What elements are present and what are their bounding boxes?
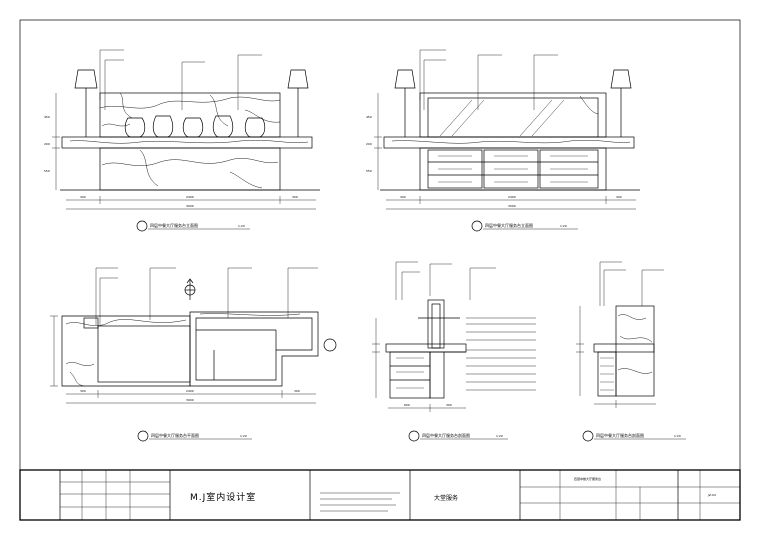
- lamp-right: [287, 69, 309, 137]
- v2-dim-mid: 2400: [508, 195, 516, 199]
- project-name: 四层中餐大厅服务台: [574, 476, 601, 481]
- v1-height-dim-1: 450: [44, 115, 50, 119]
- v4-dim-right: 300: [446, 403, 452, 407]
- vase-row: [124, 115, 266, 138]
- lamp-left: [74, 69, 98, 137]
- elevation-view-2: 450 200 550 300 2400 300 3000 四层中餐大厅服务台立…: [366, 49, 640, 232]
- v1-section-marker: [136, 220, 148, 232]
- v3-dim-mid: 2400: [186, 389, 194, 393]
- v1-scale: 1:20: [238, 224, 245, 228]
- studio-name: M.J室内设计室: [190, 491, 256, 503]
- v2-scale: 1:20: [560, 224, 567, 228]
- v1-height-dim-2: 200: [44, 142, 50, 146]
- v4-dim-left: 600: [404, 403, 410, 407]
- v1-dim-right: 300: [292, 195, 298, 199]
- v2-dim-total: 3000: [508, 204, 516, 208]
- v1-dim-total: 3000: [186, 204, 194, 208]
- v2-dim-right: 300: [616, 195, 622, 199]
- plan-circular-fixture: [323, 338, 337, 352]
- elevation-view-1: 450 200 550 300 2400 300 3000 四层中餐大厅服务台立…: [44, 49, 320, 232]
- v2-dim-left: 300: [400, 195, 406, 199]
- v2-height-dim-3: 550: [366, 169, 372, 173]
- v3-section-marker: [137, 430, 149, 442]
- v1-title: 四层中餐大厅服务台立面图: [150, 222, 198, 228]
- lamp-left-2: [394, 69, 416, 137]
- v4-title: 四层中餐大厅服务台剖面图: [422, 432, 470, 438]
- lamp-right-2: [610, 69, 632, 137]
- section-view-1: 600 300 四层中餐大厅服务台剖面图 1:20: [372, 261, 536, 442]
- v5-section-marker: [582, 430, 594, 442]
- v3-scale: 1:20: [240, 434, 247, 438]
- v2-height-dim-1: 450: [366, 115, 372, 119]
- v1-height-dim-3: 550: [44, 169, 50, 173]
- section-view-2: 四层中餐大厅服务台剖面图 1:20: [576, 261, 686, 442]
- v2-title: 四层中餐大厅服务台立面图: [485, 222, 533, 228]
- v3-dim-total: 3000: [186, 398, 194, 402]
- v2-height-dim-2: 200: [366, 142, 372, 146]
- v4-scale: 1:20: [496, 434, 503, 438]
- drawing-name: 大堂服务: [434, 494, 458, 502]
- v3-dim-right: 300: [294, 389, 300, 393]
- v2-section-marker: [471, 220, 483, 232]
- plan-view: 300 2400 300 3000 四层中餐大厅服务台平面图 1:20: [50, 267, 337, 442]
- v5-title: 四层中餐大厅服务台剖面图: [596, 432, 644, 438]
- v1-dim-mid: 2400: [186, 195, 194, 199]
- sheet-number: JZ-04: [707, 493, 716, 497]
- v5-scale: 1:20: [674, 434, 681, 438]
- v4-section-marker: [408, 430, 420, 442]
- title-block: M.J室内设计室 大堂服务 四层中餐大厅服务台 JZ-04: [19, 469, 741, 521]
- v3-dim-left: 300: [80, 389, 86, 393]
- v1-dim-left: 300: [80, 195, 86, 199]
- v3-title: 四层中餐大厅服务台平面图: [151, 432, 199, 438]
- sheet-border: [19, 19, 741, 521]
